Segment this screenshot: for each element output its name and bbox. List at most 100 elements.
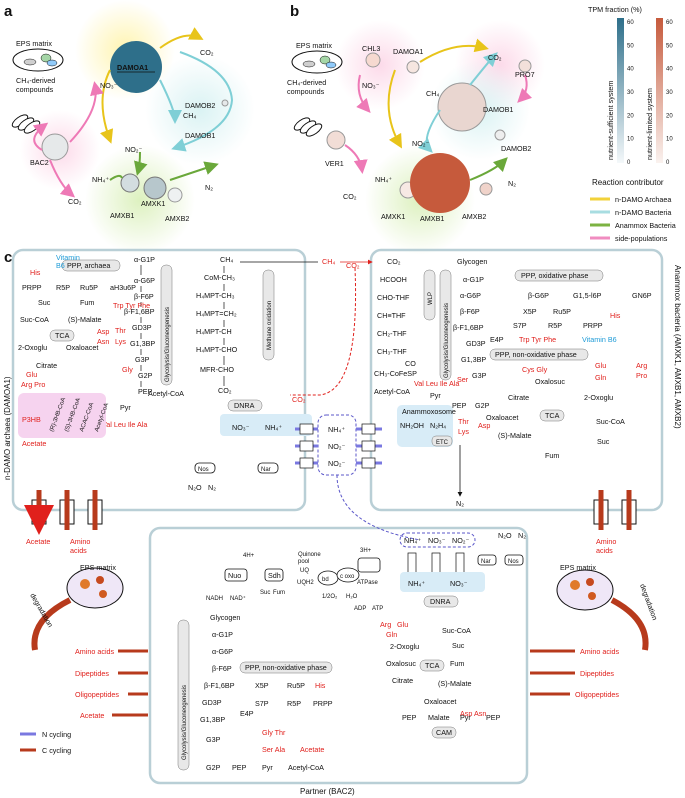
amx-cysgly: Cys Gly <box>522 365 548 374</box>
archaea-his: His <box>30 268 41 277</box>
side-left: Acetate Amino acids EPS matrix degradati… <box>20 490 148 755</box>
a-damoa1-circle <box>110 41 162 93</box>
b-damob1-circle <box>437 82 487 132</box>
archaea-g1p: α-G1P <box>134 255 155 264</box>
p-h3: 3H+ <box>360 548 372 554</box>
mid-ch4: CH₄ <box>322 257 335 266</box>
b-damoa1-circle <box>406 60 420 74</box>
left-list-1: Dipeptides <box>75 669 109 678</box>
p-f6p: β-F6P <box>212 664 232 673</box>
amx-fum: Fum <box>545 451 559 460</box>
p-n2o: N₂O <box>498 531 512 540</box>
legend-n-cycling: N cycling <box>42 730 71 739</box>
tpm-tick-label: 0 <box>627 160 631 166</box>
mid-co2: CO₂ <box>292 395 306 404</box>
right-degradation: degradation <box>638 583 659 622</box>
p-nad: NAD⁺ <box>230 595 246 602</box>
p-suc2: Suc <box>452 641 465 650</box>
p-g2p: G2P <box>206 763 221 772</box>
archaea-pyr: Pyr <box>120 403 131 412</box>
contributor-label: Anammox Bacteria <box>615 221 676 230</box>
b-amxb2-label: AMXB2 <box>462 212 486 221</box>
amx-thr: Thr <box>458 417 469 426</box>
p-nos: Nos <box>508 559 519 565</box>
archaea-asp: Asp <box>97 327 109 336</box>
p-pyr2: Pyr <box>460 713 471 722</box>
a-damob1-circle <box>221 99 229 107</box>
p-nadh: NADH <box>206 596 223 602</box>
archaea-dnra-nh4: NH₄⁺ <box>265 423 282 432</box>
amx-n2: N₂ <box>456 499 464 508</box>
p-nh4: NH₄⁺ <box>404 536 421 545</box>
p-citrate: Citrate <box>392 676 413 685</box>
p-seral: Ser Ala <box>262 745 285 754</box>
amx-gd3p: GD3P <box>466 339 486 348</box>
b-n2: N₂ <box>508 179 516 188</box>
legend-c-cycling: C cycling <box>42 746 71 755</box>
amx-ppp-nonox: PPP, non-oxidative phase <box>495 350 577 359</box>
tpm-tick-label: 50 <box>666 43 673 49</box>
methane-ox-label: Methane oxidation <box>267 301 273 350</box>
partner-box <box>148 526 529 785</box>
b-pro7-label: PRO7 <box>515 70 535 79</box>
right-amino-line1: Amino <box>596 537 616 546</box>
a-amxk1-circle <box>120 173 140 193</box>
archaea-dnra-no3: NO₃⁻ <box>232 423 250 432</box>
amx-g2p: G2P <box>475 401 490 410</box>
amx-oxalosuc: Oxalosuc <box>535 377 565 386</box>
mchain-1: H₄MPT-CH₃ <box>196 291 235 300</box>
amx-acetyl: Acetyl-CoA <box>374 387 410 396</box>
a-eps-label: EPS matrix <box>16 39 52 48</box>
p-quinone-line2: pool <box>298 559 309 565</box>
side-right: Amino acids EPS matrix degradation Amino… <box>530 490 660 699</box>
p-g6p: α-G6P <box>212 647 233 656</box>
amx-hcooh: HCOOH <box>380 275 407 284</box>
p-glycogen: Glycogen <box>210 613 240 622</box>
tpm-tick-label: 20 <box>627 113 634 119</box>
amx-gln: Gln <box>595 373 606 382</box>
b-amxb1-circle <box>410 153 470 213</box>
archaea-argpro: Arg Pro <box>21 380 45 389</box>
p-pep2: PEP <box>402 713 417 722</box>
amx-wlp: WLP <box>428 292 434 305</box>
p-n2: N₂ <box>518 531 526 540</box>
p-malate: Malate <box>428 713 450 722</box>
archaea-oxoglu: 2-Oxoglu <box>18 343 47 352</box>
amx-g3p: G3P <box>472 371 487 380</box>
p-oxoglu: 2-Oxoglu <box>390 642 419 651</box>
archaea-prpp: PRPP <box>22 283 42 292</box>
p-uq: UQ <box>300 568 309 574</box>
tpm-tick-label: 30 <box>666 90 673 96</box>
amx-trp: Trp Tyr Phe <box>519 335 556 344</box>
p-e4p: E4P <box>240 709 254 718</box>
a-no3: NO₃⁻ <box>100 81 118 90</box>
amx-vllia: Val Leu Ile Ala <box>414 379 459 388</box>
amx-glyco: Glycolysis/Gluconeogenesis <box>444 303 450 378</box>
a-co2-top: CO₂ <box>200 48 214 57</box>
archaea-dnra-label: DNRA <box>234 401 255 410</box>
a-amxb2-circle <box>167 187 183 203</box>
mid-no2: NO₂⁻ <box>328 442 346 451</box>
p-coxo: c oxo <box>340 574 355 580</box>
p-bd: bd <box>322 577 329 583</box>
b-co2-bottom: CO₂ <box>343 192 357 201</box>
amx-ch3cofesp: CH₃-CoFeSP <box>374 369 417 378</box>
archaea-nos: Nos <box>198 467 209 473</box>
archaea-tca-label: TCA <box>55 331 70 340</box>
p-uqh2: UQH2 <box>297 580 314 586</box>
p-glyco: Glycolysis/Gluconeogenesis <box>182 685 188 760</box>
p-oxalosuc: Oxalosuc <box>386 659 416 668</box>
tpm-tick-label: 40 <box>666 67 673 73</box>
amx-ch2thf: CH₂-THF <box>377 329 407 338</box>
amx-e4p: E4P <box>490 335 504 344</box>
tpm-tick-label: 10 <box>627 137 634 143</box>
archaea-r5p: R5P <box>56 283 70 292</box>
archaea-fum: Fum <box>80 298 94 307</box>
left-eps-icon <box>66 567 124 609</box>
scale-sufficient-label: nutrient-sufficient system <box>606 81 615 160</box>
amx-gn6p: GN6P <box>632 291 652 300</box>
left-list-3: Acetate <box>80 711 104 720</box>
